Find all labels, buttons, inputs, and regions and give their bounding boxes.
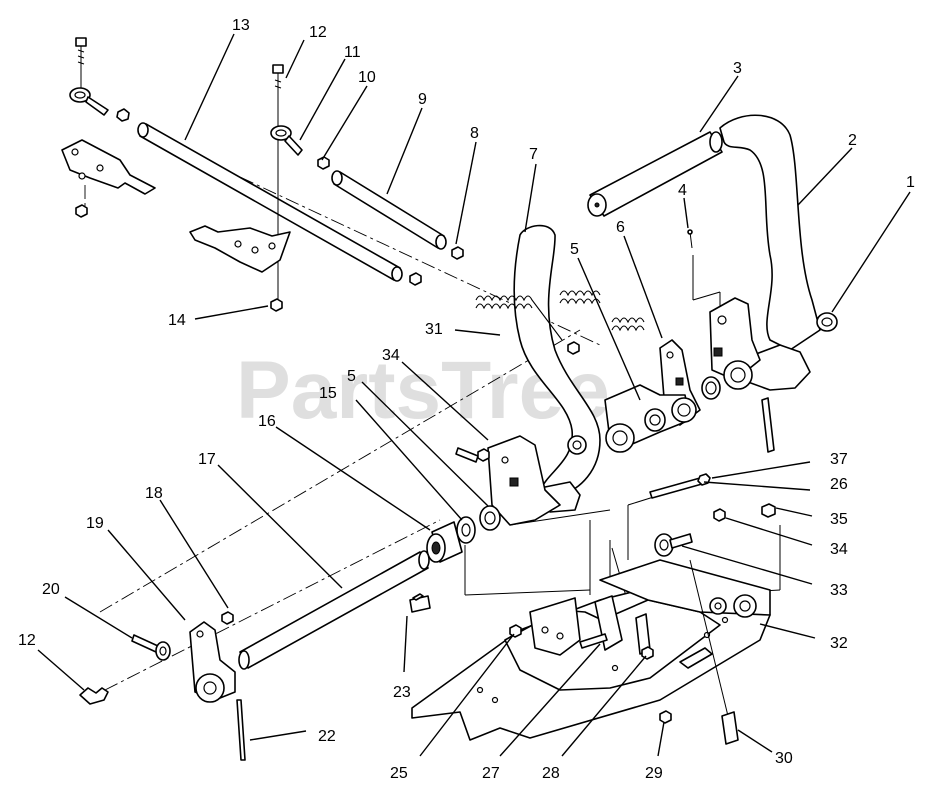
pedal-hub-5 [604, 384, 697, 453]
callout-labels: 1 2 3 4 5 5 6 7 8 9 10 11 12 12 13 14 15… [18, 17, 915, 782]
callout-15: 15 [319, 385, 337, 402]
rod-37 [649, 473, 711, 499]
spring-31 [475, 290, 645, 355]
callout-13: 13 [232, 17, 250, 34]
callout-30: 30 [775, 750, 793, 767]
washer-15 [456, 516, 476, 544]
callout-33: 33 [830, 582, 848, 599]
callout-12-lower: 12 [18, 632, 36, 649]
callout-3: 3 [733, 60, 742, 77]
callout-28: 28 [542, 765, 560, 782]
bolt-27 [579, 633, 608, 649]
base-plate-32 [411, 559, 771, 741]
bushing-16 [426, 521, 463, 563]
callout-7: 7 [529, 146, 538, 163]
bracket-left [61, 139, 156, 218]
callout-23: 23 [393, 684, 411, 701]
nut-29 [659, 710, 672, 724]
callout-12-upper: 12 [309, 24, 327, 41]
bracket-middle [189, 225, 291, 312]
callout-31: 31 [425, 321, 443, 338]
rod-13 [137, 122, 422, 286]
callout-26: 26 [830, 476, 848, 493]
callout-8: 8 [470, 125, 479, 142]
callout-27: 27 [482, 765, 500, 782]
callout-9: 9 [418, 91, 427, 108]
callout-25: 25 [390, 765, 408, 782]
callout-22: 22 [318, 728, 336, 745]
leader-lines [37, 33, 911, 757]
pin-4 [687, 229, 693, 249]
callout-5-upper: 5 [570, 241, 579, 258]
shaft-17 [238, 550, 430, 670]
callout-32: 32 [830, 635, 848, 652]
lever-arm-19 [79, 611, 246, 761]
callout-17: 17 [198, 451, 216, 468]
eye-bolt-left [69, 87, 130, 122]
callout-5-lower: 5 [347, 368, 356, 385]
rod-3 [587, 131, 723, 217]
rod-9 [331, 170, 464, 260]
callout-19: 19 [86, 515, 104, 532]
bolt-30 [721, 711, 739, 745]
callout-37: 37 [830, 451, 848, 468]
callout-34-upper: 34 [382, 347, 400, 364]
callout-34-lower: 34 [830, 541, 848, 558]
callout-6: 6 [616, 219, 625, 236]
callout-2: 2 [848, 132, 857, 149]
pedal-bracket-right [709, 297, 775, 453]
callout-14: 14 [168, 312, 186, 329]
callout-18: 18 [145, 485, 163, 502]
callout-10: 10 [358, 69, 376, 86]
callout-4: 4 [678, 182, 687, 199]
bolt-23 [409, 593, 431, 613]
callout-20: 20 [42, 581, 60, 598]
callout-1: 1 [906, 174, 915, 191]
bolt-top-left [75, 37, 87, 88]
bushing-33 [654, 503, 776, 717]
washer-5 [479, 505, 501, 531]
bolt-28 [635, 613, 654, 660]
callout-29: 29 [645, 765, 663, 782]
bracket-34 [455, 435, 561, 526]
callout-11: 11 [344, 44, 361, 61]
callout-16: 16 [258, 413, 276, 430]
callout-35: 35 [830, 511, 848, 528]
bolt-12-upper [270, 64, 330, 300]
